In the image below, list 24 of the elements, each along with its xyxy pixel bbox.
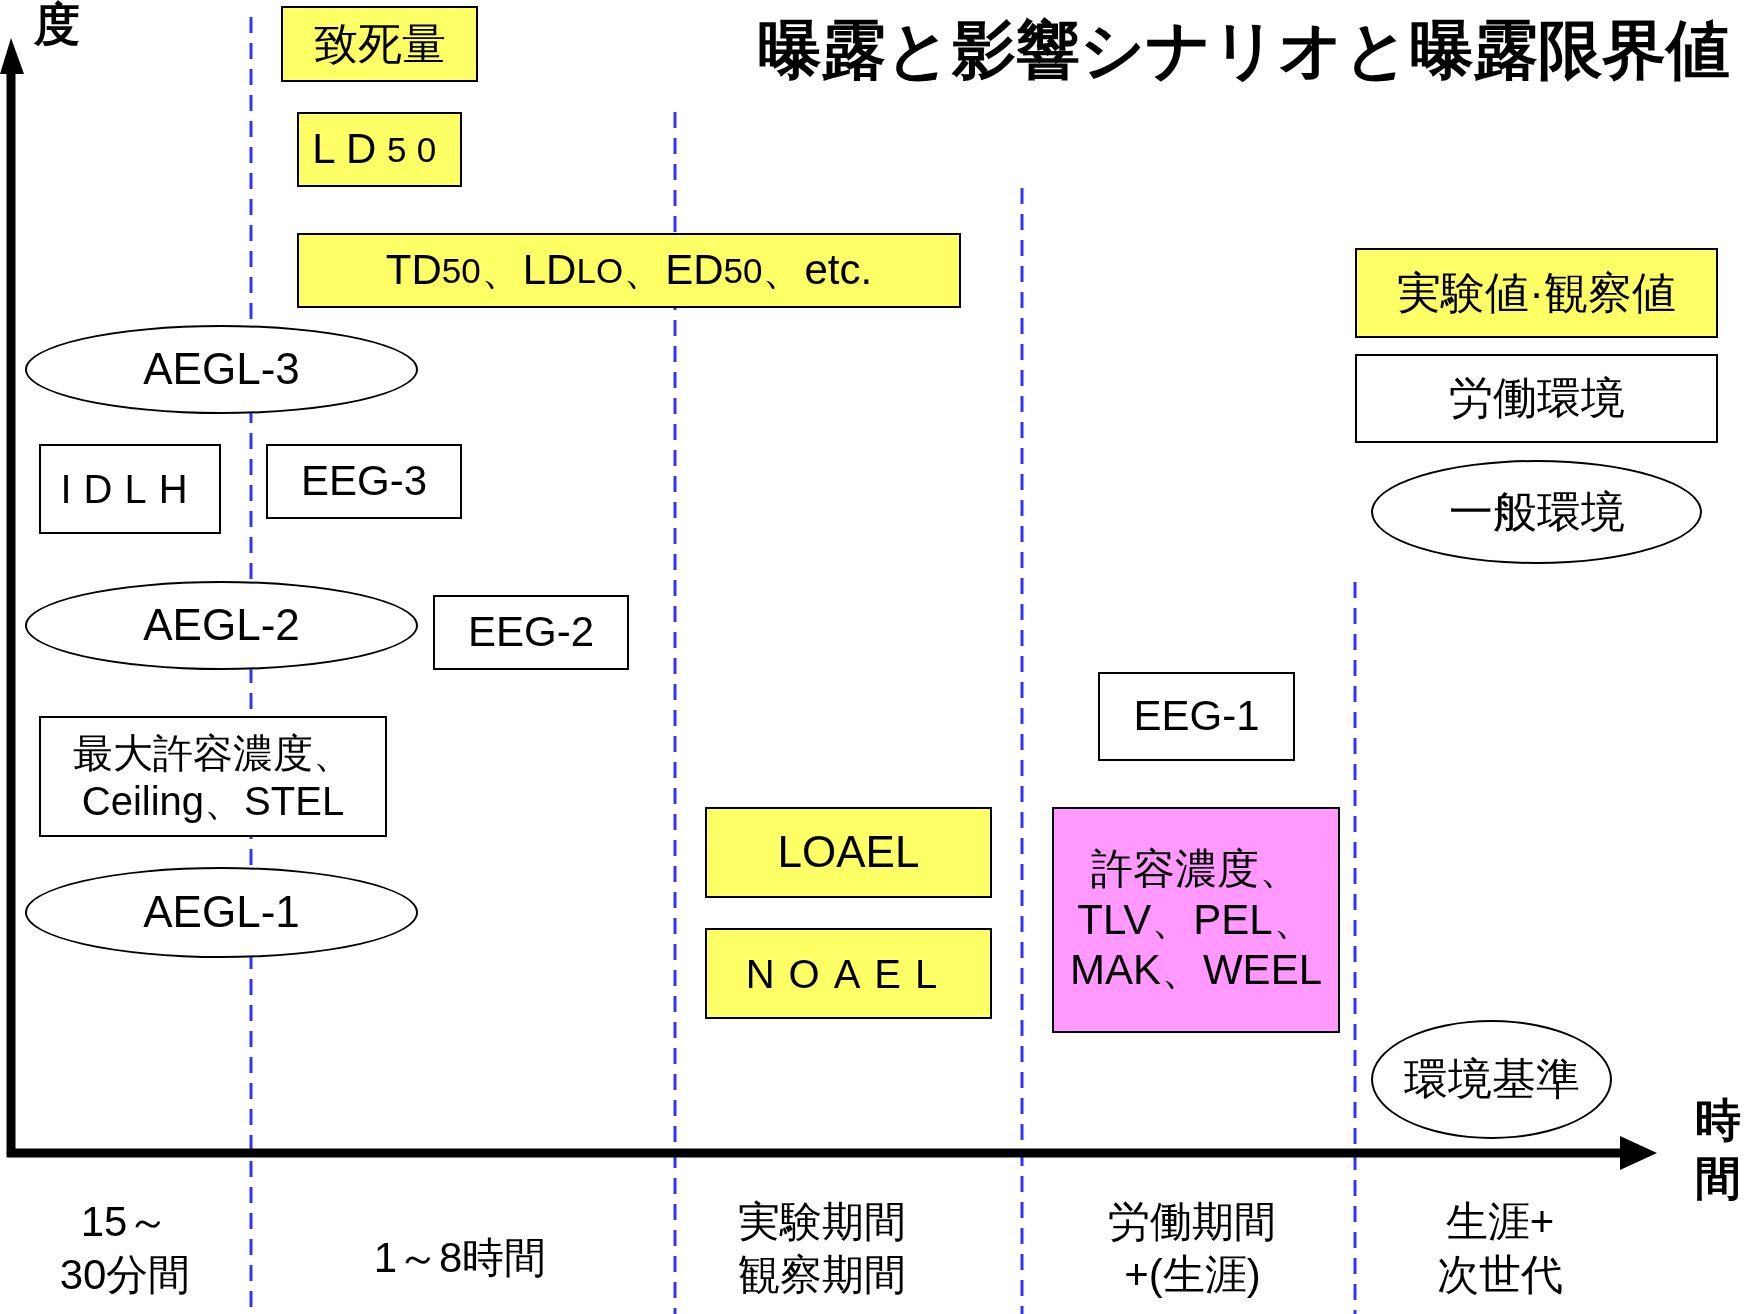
value-box: EEG-1 — [1098, 672, 1295, 761]
value-ellipse: AEGL-3 — [25, 325, 418, 414]
value-box: 最大許容濃度、Ceiling、STEL — [39, 716, 387, 837]
axis-label: 度 — [34, 0, 80, 52]
value-ellipse: AEGL-1 — [25, 867, 418, 958]
axis-label: 時間 — [1695, 1093, 1741, 1206]
period-label: 15～30分間 — [58, 1197, 192, 1300]
value-box: 致死量 — [281, 6, 478, 82]
value-box: LOAEL — [705, 807, 992, 898]
value-box: IDLH — [39, 444, 221, 534]
value-ellipse: 環境基準 — [1371, 1020, 1612, 1139]
value-ellipse: AEGL-2 — [25, 581, 418, 670]
value-box: 労働環境 — [1355, 354, 1718, 443]
value-box: EEG-3 — [266, 444, 462, 519]
value-box: 許容濃度、TLV、PEL、MAK、WEEL — [1052, 807, 1340, 1033]
value-box: 実験値·観察値 — [1355, 248, 1718, 338]
value-ellipse: 一般環境 — [1371, 460, 1702, 564]
value-box: EEG-2 — [433, 595, 629, 670]
period-label: 労働期間+(生涯) — [1107, 1197, 1278, 1300]
value-box: NOAEL — [705, 928, 992, 1019]
title: 曝露と影響シナリオと曝露限界値 — [758, 13, 1730, 88]
period-label: 1～8時間 — [373, 1233, 547, 1283]
period-label: 生涯+次世代 — [1436, 1197, 1564, 1300]
period-label: 実験期間観察期間 — [737, 1197, 908, 1300]
